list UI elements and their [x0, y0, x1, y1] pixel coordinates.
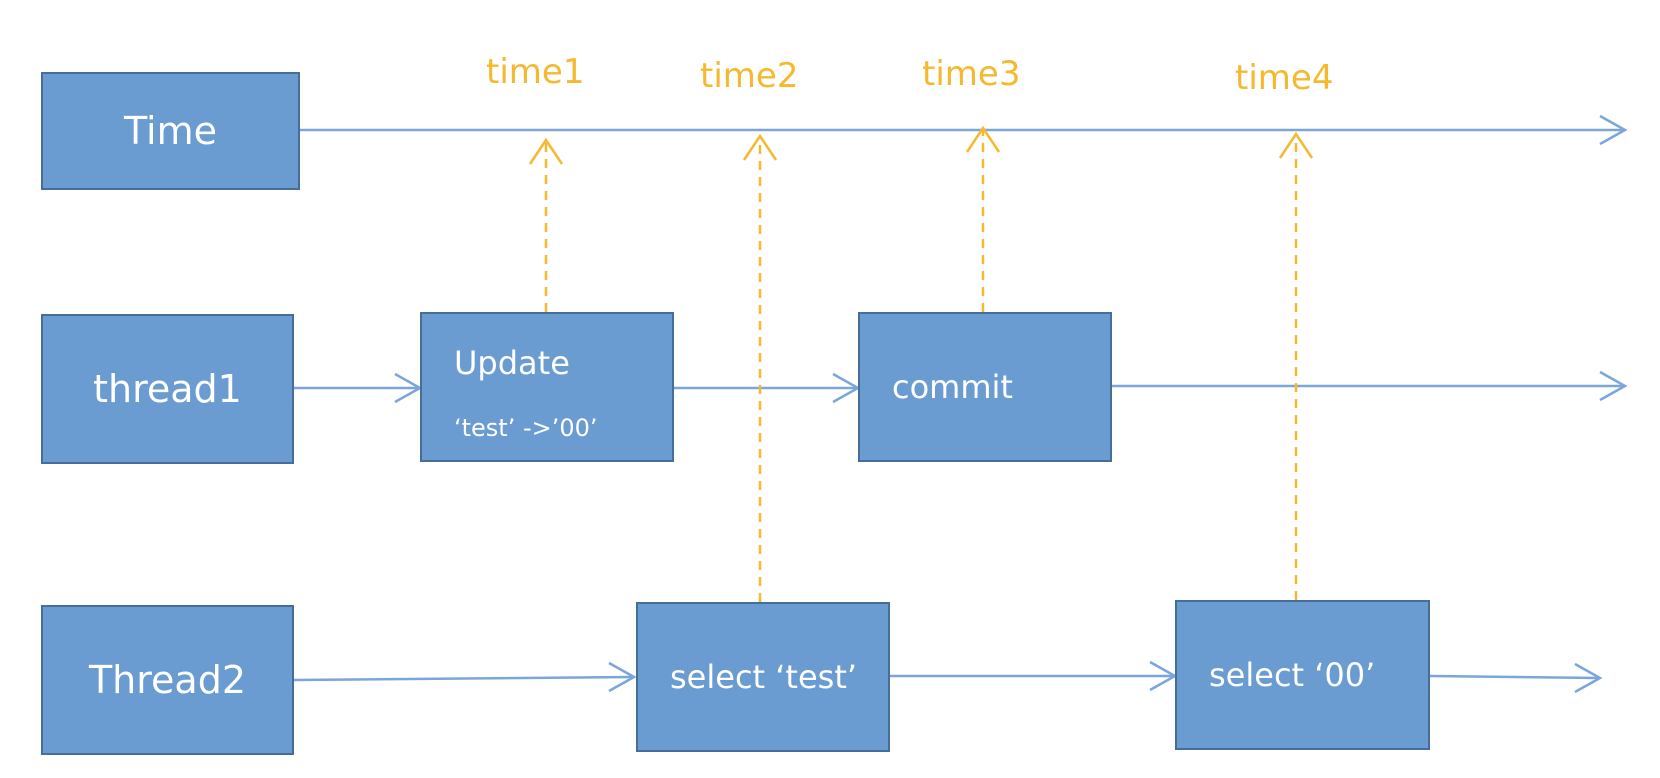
select-test-step-box: select ‘test’ [636, 602, 890, 752]
time3-label: time3 [922, 54, 1021, 94]
thread2-arrow-to-select-test [293, 661, 637, 693]
time-row-box: Time [41, 72, 300, 190]
thread1-arrow-end [1112, 370, 1628, 402]
update-step-detail: ‘test’ ->’00’ [454, 414, 598, 442]
thread2-row-label: Thread2 [88, 658, 247, 702]
thread1-row-label: thread1 [93, 367, 242, 411]
update-step-box: Update ‘test’ ->’00’ [420, 312, 674, 462]
thread1-arrow-to-commit [674, 372, 861, 404]
thread2-arrow-end [1429, 662, 1603, 694]
commit-step-box: commit [858, 312, 1112, 462]
thread1-row-box: thread1 [41, 314, 294, 464]
time1-label: time1 [486, 52, 585, 92]
time2-connector [742, 133, 778, 602]
select-00-step-label: select ‘00’ [1209, 656, 1376, 694]
select-00-step-box: select ‘00’ [1175, 600, 1430, 750]
time4-label: time4 [1235, 58, 1334, 98]
time-axis-arrow [300, 114, 1628, 146]
update-step-title: Update [454, 344, 570, 382]
time4-connector [1278, 131, 1314, 600]
thread2-arrow-to-select-00 [890, 660, 1178, 692]
time1-connector [528, 137, 564, 312]
commit-step-label: commit [892, 368, 1013, 406]
time-row-label: Time [124, 109, 217, 153]
select-test-step-label: select ‘test’ [670, 658, 858, 696]
time3-connector [965, 125, 1001, 312]
thread2-row-box: Thread2 [41, 605, 294, 755]
thread1-arrow-to-update [294, 372, 423, 404]
time2-label: time2 [700, 56, 799, 96]
